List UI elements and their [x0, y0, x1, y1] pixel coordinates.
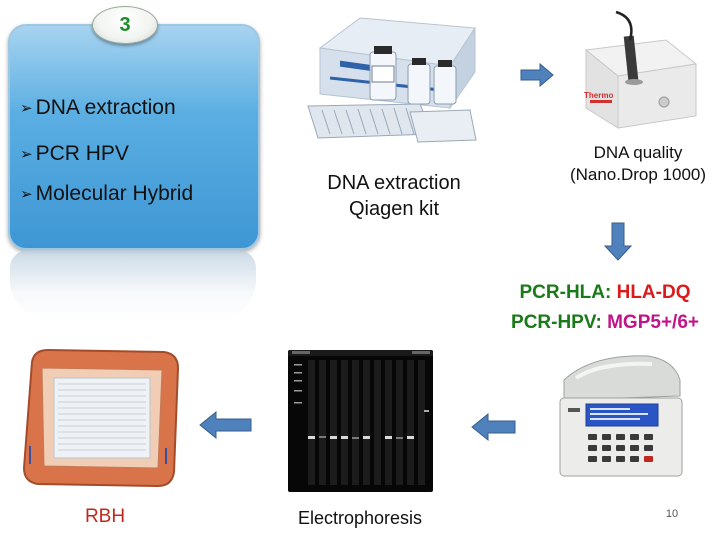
arrow-down-icon	[603, 222, 633, 262]
rbh-tray-photo	[14, 344, 184, 494]
method-label: PCR HPV	[36, 142, 129, 165]
quality-label: DNA quality (Nano.Drop 1000)	[548, 142, 720, 186]
pcr-hpv-prefix: PCR-HPV:	[511, 312, 602, 333]
methods-panel	[8, 24, 260, 250]
bullet-arrow-icon: ➢	[20, 146, 33, 163]
pcr-hpv-target: MGP5+/6+	[607, 312, 699, 333]
pcr-hla-prefix: PCR-HLA:	[520, 282, 612, 303]
nanodrop-brand-text: Thermo	[584, 91, 613, 100]
kit-label: DNA extraction Qiagen kit	[296, 170, 492, 222]
method-item-pcr-hpv: ➢PCR HPV	[20, 142, 129, 166]
method-label: Molecular Hybrid	[36, 182, 194, 205]
thermal-cycler-photo	[552, 350, 688, 480]
arrow-left-icon	[198, 410, 252, 440]
methods-panel-reflection	[10, 250, 256, 320]
pcr-hla-target: HLA-DQ	[617, 282, 691, 303]
qiagen-kit-photo	[300, 8, 478, 153]
method-label: DNA extraction	[36, 96, 176, 119]
electrophoresis-gel-image	[288, 350, 433, 492]
bullet-arrow-icon: ➢	[20, 186, 33, 203]
electrophoresis-label: Electrophoresis	[270, 508, 450, 529]
pcr-hpv-label: PCR-HPV: MGP5+/6+	[490, 312, 720, 334]
arrow-right-icon	[520, 62, 554, 88]
nanodrop-photo: Thermo	[578, 10, 706, 132]
step-badge: 3	[92, 6, 158, 44]
method-item-molecular-hybrid: ➢Molecular Hybrid	[20, 182, 193, 206]
arrow-left-icon	[470, 412, 516, 442]
pcr-hla-label: PCR-HLA: HLA-DQ	[490, 282, 720, 304]
method-item-dna-extraction: ➢DNA extraction	[20, 96, 176, 120]
page-number: 10	[652, 508, 692, 520]
bullet-arrow-icon: ➢	[20, 100, 33, 117]
rbh-label: RBH	[60, 506, 150, 528]
